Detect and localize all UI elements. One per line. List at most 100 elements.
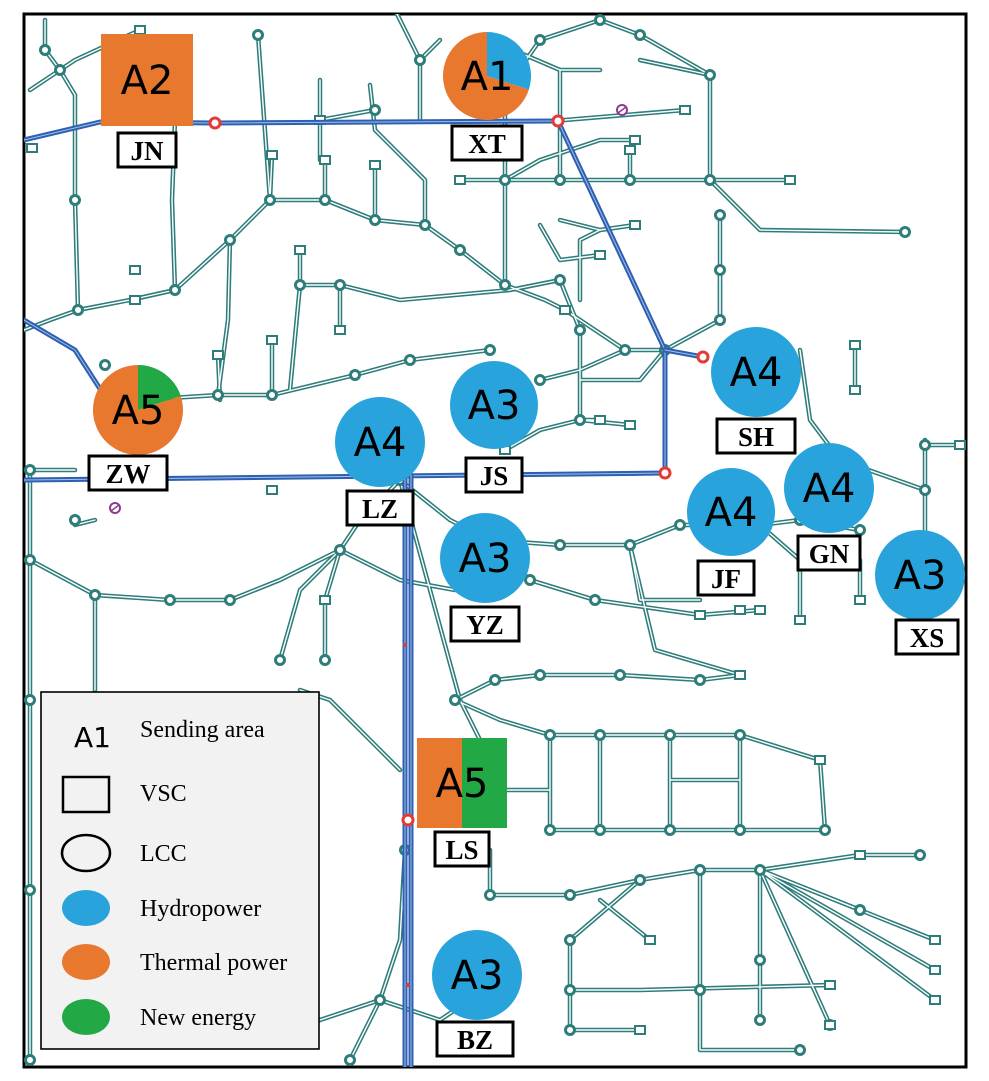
- network-bus: [274, 654, 286, 666]
- network-bus: [24, 464, 36, 476]
- station-code-box: [87, 454, 169, 492]
- ac-line-inner: [504, 419, 581, 451]
- station-code-box: [796, 534, 862, 572]
- network-bus: [319, 654, 331, 666]
- ac-line-inner: [549, 734, 826, 831]
- network-bus: [419, 219, 431, 231]
- station-area-label: A4: [730, 350, 783, 396]
- network-bus: [554, 274, 566, 286]
- legend: A1 Sending area VSC LCC Hydropower Therm…: [40, 691, 320, 1050]
- network-bus: [714, 264, 726, 276]
- network-bus: [69, 194, 81, 206]
- network-bus: [499, 279, 511, 291]
- station-mix-new-energy: [462, 738, 507, 828]
- network-bus: [224, 594, 236, 606]
- network-bus-terminal: [134, 25, 146, 35]
- station-code-box: [345, 489, 415, 527]
- ac-line-inner: [269, 154, 273, 201]
- network-bus-terminal: [954, 440, 966, 450]
- network-bus: [89, 589, 101, 601]
- ac-line-inner: [569, 984, 831, 991]
- ac-line-inner: [579, 349, 666, 381]
- network-bus: [664, 729, 676, 741]
- ac-line-inner: [489, 849, 921, 896]
- ac-line-inner: [539, 224, 601, 261]
- converter-point: [696, 350, 710, 364]
- station-area-label: A1: [461, 54, 514, 100]
- station-area-label: A3: [468, 383, 521, 429]
- station-area-label: A3: [451, 953, 504, 999]
- network-bus: [564, 934, 576, 946]
- network-bus-terminal: [129, 295, 141, 305]
- station-code-box: [696, 559, 756, 597]
- network-bus-terminal: [679, 105, 691, 115]
- network-bus-terminal: [694, 610, 706, 620]
- converter-point: [401, 813, 415, 827]
- network-bus: [634, 874, 646, 886]
- station-mix-hydropower: [875, 530, 965, 620]
- converter-point: [658, 466, 672, 480]
- network-bus: [54, 64, 66, 76]
- converter-point: [551, 114, 565, 128]
- network-bus-terminal: [212, 350, 224, 360]
- network-bus: [564, 984, 576, 996]
- station-code-label: SH: [738, 422, 774, 452]
- network-bus: [349, 369, 361, 381]
- network-bus: [914, 849, 926, 861]
- network-bus: [69, 514, 81, 526]
- legend-thermal-label: Thermal power: [140, 950, 287, 976]
- station-mix-thermal: [443, 32, 529, 121]
- network-bus-terminal: [319, 595, 331, 605]
- station-code-label: LS: [445, 835, 478, 865]
- station-code-box: [433, 830, 491, 868]
- converter-point: [208, 116, 222, 130]
- legend-hydropower-label: Hydropower: [140, 896, 261, 922]
- network-bus: [574, 414, 586, 426]
- network-bus: [594, 14, 606, 26]
- network-bus: [266, 389, 278, 401]
- network-bus: [734, 729, 746, 741]
- ac-line-inner: [299, 279, 561, 301]
- network-bus-terminal: [129, 265, 141, 275]
- legend-lcc-symbol: [60, 833, 112, 873]
- station-area-label: A5: [436, 761, 489, 807]
- network-bus-terminal: [266, 150, 278, 160]
- legend-vsc-label: VSC: [140, 781, 187, 807]
- converter-marker: [406, 983, 410, 987]
- network-bus: [164, 594, 176, 606]
- network-bus-terminal: [594, 250, 606, 260]
- network-bus: [264, 194, 276, 206]
- ac-line-inner: [599, 899, 651, 941]
- ac-line-inner: [279, 549, 341, 661]
- ac-line-inner: [454, 699, 501, 721]
- network-bus-terminal: [294, 245, 306, 255]
- ac-line-inner: [257, 34, 271, 201]
- network-bus: [619, 344, 631, 356]
- station-code-box: [435, 1020, 515, 1058]
- network-bus-terminal: [794, 615, 806, 625]
- network-bus-terminal: [454, 175, 466, 185]
- ac-line-inner: [539, 19, 711, 76]
- ac-line-inner: [504, 179, 791, 286]
- phase-shifter-slash: [110, 504, 120, 512]
- network-bus: [564, 889, 576, 901]
- station-mix-new-energy: [138, 365, 181, 410]
- station-mix-hydropower: [335, 397, 425, 487]
- phase-shifter-symbols: [109, 104, 628, 514]
- network-bus-terminal: [629, 135, 641, 145]
- network-bus: [554, 174, 566, 186]
- network-bus: [212, 389, 224, 401]
- network-bus: [99, 359, 111, 371]
- network-bus-terminal: [854, 595, 866, 605]
- network-bus: [334, 279, 346, 291]
- network-bus: [524, 574, 536, 586]
- network-bus: [449, 694, 461, 706]
- ac-line-inner: [289, 284, 301, 391]
- network-bus-terminal: [814, 755, 826, 765]
